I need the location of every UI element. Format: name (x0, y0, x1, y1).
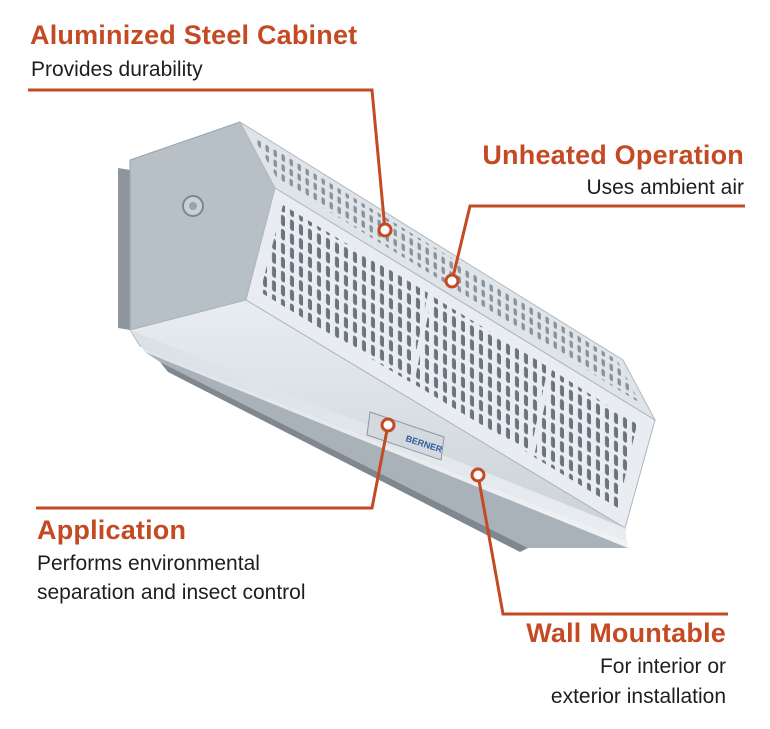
application-desc-line-2: separation and insect control (37, 581, 306, 604)
wall-title: Wall Mountable (526, 618, 726, 648)
application-leader (36, 424, 390, 510)
application-desc-line-1: Performs environmental (37, 552, 260, 575)
unheated-leader (450, 204, 745, 282)
cabinet-point-icon (377, 222, 393, 238)
wall-bracket (118, 168, 130, 330)
application-point-icon (380, 417, 396, 433)
unheated-title: Unheated Operation (482, 140, 744, 170)
application-title: Application (37, 515, 187, 545)
wall-desc-line-2: exterior installation (550, 685, 726, 708)
cabinet-title: Aluminized Steel Cabinet (30, 20, 358, 50)
wall-desc-line-1: For interior or (599, 655, 726, 678)
wall-point-icon (470, 467, 486, 483)
wall-leader (476, 474, 728, 616)
unheated-desc: Uses ambient air (586, 176, 744, 199)
air-discharge-nozzle (145, 352, 628, 548)
unheated-point-icon (444, 273, 460, 289)
cabinet-leader (28, 88, 387, 231)
cabinet-desc: Provides durability (31, 58, 203, 81)
